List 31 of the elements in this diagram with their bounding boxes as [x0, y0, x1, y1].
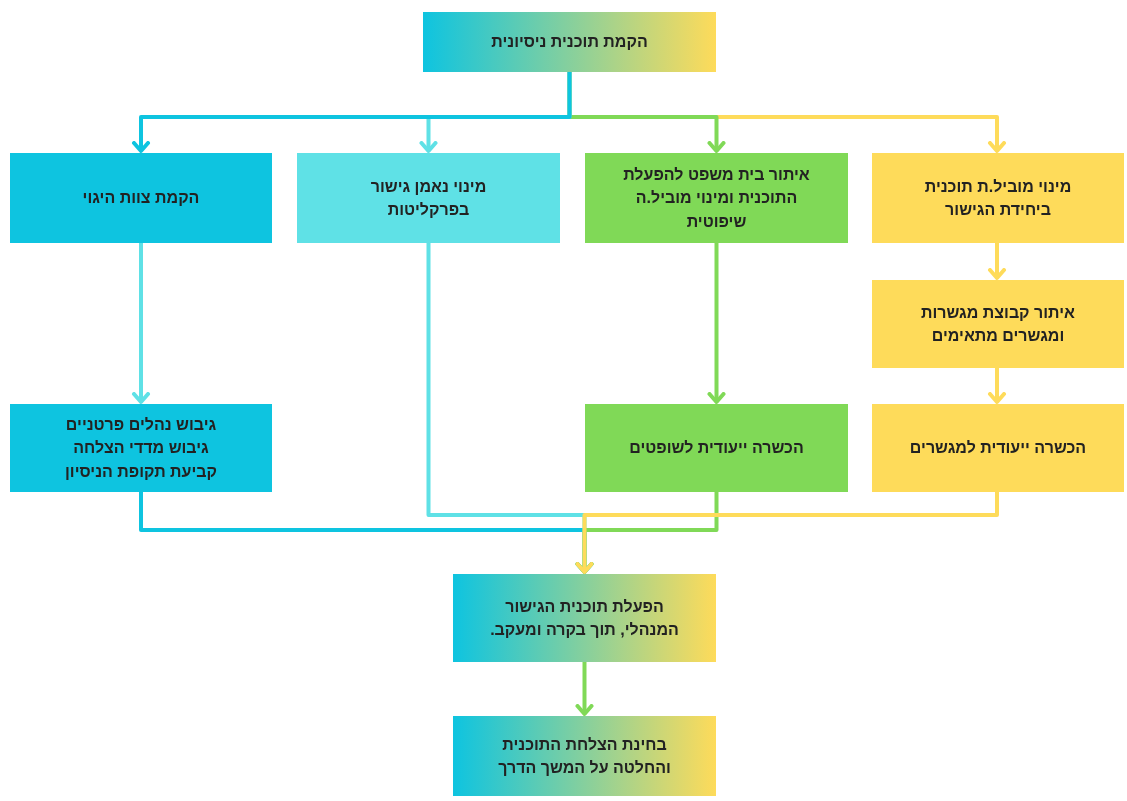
node-text: הכשרה ייעודית למגשרים: [909, 438, 1087, 459]
process-box: [423, 12, 716, 72]
node-text: הקמת תוכנית ניסיונית: [491, 32, 648, 53]
process-box: [10, 404, 272, 492]
arrow: [575, 662, 594, 716]
process-box: [872, 404, 1124, 492]
node-text: גיבוש נהלים פרטניים: [65, 415, 217, 436]
node-text: הפעלת תוכנית הגישור המנהלי, תוך בקרה ומעקב.: [489, 596, 680, 640]
process-box: [10, 153, 272, 243]
node-text: מינוי מוביל.ת תוכנית ביחידת הגישור: [923, 176, 1073, 220]
process-box: [585, 153, 848, 243]
node-text: קביעת תקופת הניסיון: [65, 461, 218, 482]
node-text: בחינת הצלחת התוכנית והחלטה על המשך הדרך: [497, 734, 672, 778]
node-text: גיבוש מדדי הצלחה: [73, 438, 209, 459]
arrow: [575, 492, 999, 574]
arrow: [988, 368, 1006, 404]
node-text: איתור קבוצת מגשרות ומגשרים מתאימים: [920, 302, 1076, 346]
arrow: [988, 243, 1006, 280]
process-box: [297, 153, 560, 243]
process-box: [453, 716, 716, 796]
process-box: [585, 404, 848, 492]
node-text: הכשרה ייעודית לשופטים: [629, 438, 804, 459]
arrow: [707, 243, 726, 404]
node-text: מינוי נאמן גישור בפרקליטות: [369, 176, 488, 220]
process-box: [872, 153, 1124, 243]
process-box: [453, 574, 716, 662]
process-box: [872, 280, 1124, 368]
node-text: הקמת צוות היגוי: [82, 188, 200, 209]
node-text: איתור בית משפט להפעלת התוכנית ומינוי מוביל.ה שיפוטית: [622, 165, 811, 232]
arrow: [132, 72, 572, 153]
arrow: [132, 243, 150, 404]
